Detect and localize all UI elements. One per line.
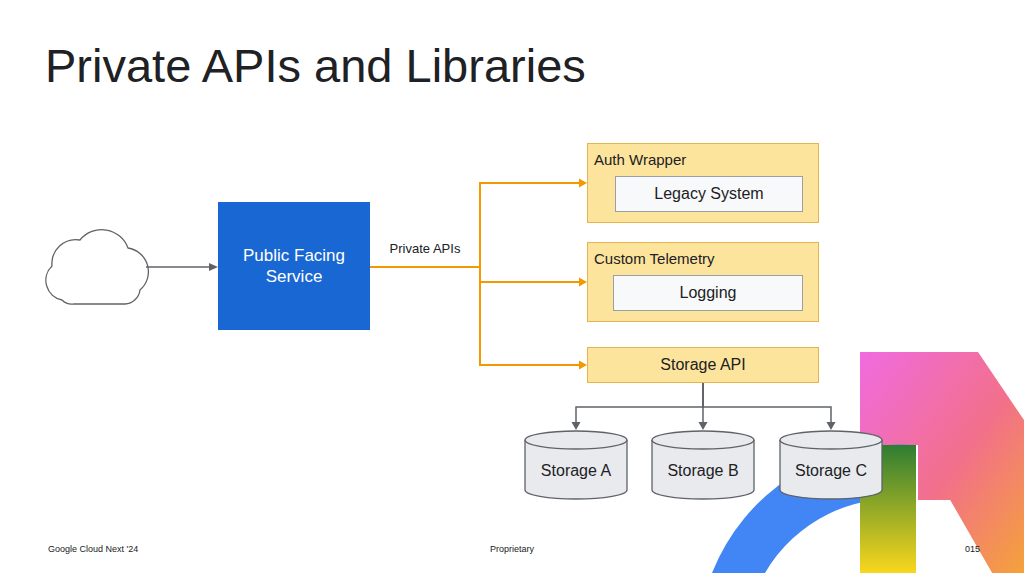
- footer-text: Proprietary: [490, 544, 534, 554]
- arrowhead: [209, 263, 218, 271]
- node-label: Public Facing Service: [218, 245, 370, 288]
- arrowhead: [579, 179, 587, 188]
- connector: [370, 183, 580, 267]
- connector: [370, 267, 580, 282]
- node-label: Custom Telemetry: [594, 250, 715, 267]
- arrowhead: [827, 422, 836, 430]
- slide-title: Private APIs and Libraries: [45, 38, 586, 93]
- connector-label: Private APIs: [388, 241, 463, 256]
- page-number: 015: [965, 544, 980, 554]
- node-label: Auth Wrapper: [594, 151, 686, 168]
- storage-cylinder: Storage B: [651, 430, 755, 500]
- api-box: Storage API: [587, 347, 819, 383]
- connector: [576, 383, 703, 423]
- arrowhead: [579, 278, 587, 287]
- decor-shape: [860, 352, 1024, 573]
- service-box: Public Facing Service: [218, 202, 370, 330]
- node-label: Storage C: [795, 462, 867, 480]
- system-box: Legacy System: [615, 176, 803, 212]
- node-label: Legacy System: [654, 185, 763, 203]
- arrowhead: [579, 361, 587, 370]
- node-label: Storage API: [660, 356, 745, 374]
- connector: [370, 267, 580, 365]
- wrapper-box: Custom TelemetryLogging: [587, 242, 819, 322]
- decor-shape: [950, 500, 992, 573]
- cylinder-top: [525, 431, 627, 449]
- wrapper-box: Auth WrapperLegacy System: [587, 143, 819, 223]
- storage-cylinder: Storage A: [524, 430, 628, 500]
- cylinder-top: [652, 431, 754, 449]
- system-box: Logging: [613, 275, 803, 311]
- node-label: Storage A: [541, 462, 611, 480]
- cloud: [46, 230, 149, 304]
- arrowhead: [699, 422, 708, 430]
- storage-cylinder: Storage C: [779, 430, 883, 500]
- node-label: Logging: [680, 284, 737, 302]
- arrowhead: [572, 422, 581, 430]
- cylinder-top: [780, 431, 882, 449]
- connector: [703, 383, 831, 423]
- node-label: Storage B: [667, 462, 738, 480]
- cloud-arrow: [146, 266, 210, 268]
- footer-text: Google Cloud Next '24: [48, 544, 138, 554]
